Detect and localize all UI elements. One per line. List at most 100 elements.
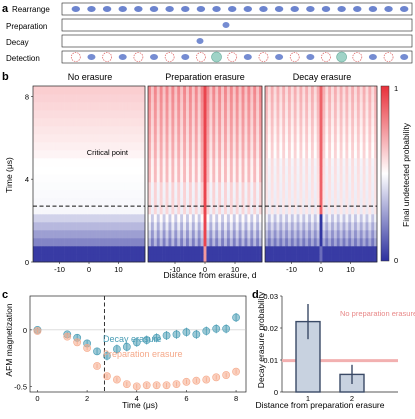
heatmap-cell <box>316 102 320 111</box>
heatmap-cell <box>322 134 326 143</box>
heatmap-cell <box>159 230 163 239</box>
heatmap-cell <box>270 230 274 239</box>
heatmap-cell <box>345 134 349 143</box>
heatmap-cell <box>113 230 117 239</box>
heatmap-cell <box>165 238 169 247</box>
heatmap-cell <box>293 102 297 111</box>
heatmap-cell <box>159 86 163 95</box>
heatmap-cell <box>188 86 193 95</box>
heatmap-cell <box>93 134 97 143</box>
heatmap-cell <box>287 230 292 239</box>
heatmap-cell <box>212 246 216 255</box>
heatmap-cell <box>371 118 375 127</box>
heatmap-cell <box>273 238 277 247</box>
heatmap-cell <box>238 150 242 159</box>
heatmap-cell <box>308 190 312 199</box>
heatmap-cell <box>55 166 60 175</box>
heatmap-cell <box>273 190 277 199</box>
heatmap-cell <box>87 166 91 175</box>
heatmap-cell <box>171 246 175 255</box>
heatmap-cell <box>33 238 37 247</box>
heatmap-cell <box>290 190 295 199</box>
heatmap-cell <box>70 94 74 103</box>
heatmap-cell <box>156 118 160 127</box>
heatmap-cell <box>209 254 213 263</box>
atom-preparation <box>222 22 230 28</box>
heatmap-cell <box>212 174 216 183</box>
heatmap-cell <box>107 110 111 119</box>
heatmap-cell <box>365 142 369 151</box>
heatmap-cell <box>104 166 108 175</box>
heatmap-cell <box>316 214 320 223</box>
heatmap-cell <box>150 238 155 247</box>
heatmap-cell <box>153 222 158 231</box>
heatmap-cell <box>365 158 369 167</box>
heatmap-cell <box>76 190 80 199</box>
heatmap-cell <box>70 166 74 175</box>
heatmap-cell <box>365 126 369 135</box>
heatmap-cell <box>348 254 352 263</box>
heatmap-cell <box>101 150 106 159</box>
heatmap-cell <box>293 222 297 231</box>
panel-a-label: a <box>2 3 9 15</box>
heatmap-cell <box>359 190 363 199</box>
heatmap-cell <box>253 134 257 143</box>
heatmap-cell <box>368 126 372 135</box>
heatmap-cell <box>41 134 45 143</box>
heatmap-cell <box>50 246 54 255</box>
heatmap-cell <box>50 254 54 263</box>
heatmap-cell <box>302 190 306 199</box>
heatmap-cell <box>130 206 134 215</box>
heatmap-cell <box>359 246 363 255</box>
heatmap-cell <box>359 126 363 135</box>
heatmap-cell <box>256 174 260 183</box>
heatmap-cell <box>342 198 346 207</box>
heatmap-cell <box>247 86 251 95</box>
heatmap-cell <box>41 158 45 167</box>
heatmap-cell <box>308 174 312 183</box>
heatmap-cell <box>93 118 97 127</box>
heatmap-cell <box>348 94 352 103</box>
heatmap-cell <box>124 86 129 95</box>
heatmap-cell <box>41 254 45 263</box>
heatmap-cell <box>308 110 312 119</box>
heatmap-cell <box>41 198 45 207</box>
heatmap-cell <box>87 182 91 191</box>
heatmap-cell <box>322 230 326 239</box>
heatmap-cell <box>76 158 80 167</box>
heatmap-cell <box>259 94 263 103</box>
heatmap-cell <box>313 118 317 127</box>
heatmap-cell <box>61 134 65 143</box>
heatmap-cell <box>148 150 152 159</box>
heatmap-cell <box>78 102 83 111</box>
heatmap-cell <box>174 246 178 255</box>
heatmap-cell <box>119 86 123 95</box>
heatmap-cell <box>270 134 274 143</box>
heatmap-cell <box>293 166 297 175</box>
heatmap-cell <box>232 238 236 247</box>
heatmap-cell <box>359 254 363 263</box>
heatmap-cell <box>287 174 292 183</box>
heatmap-cell <box>322 150 326 159</box>
heatmap-cell <box>194 230 198 239</box>
heatmap-cell <box>256 238 260 247</box>
heatmap-cell <box>159 118 163 127</box>
heatmap-cell <box>354 198 358 207</box>
heatmap-cell <box>148 230 152 239</box>
heatmap-cell <box>333 214 338 223</box>
heatmap-cell <box>345 150 349 159</box>
heatmap-cell <box>53 102 57 111</box>
heatmap-cell <box>235 158 239 167</box>
heatmap-cell <box>359 86 363 95</box>
heatmap-cell <box>104 94 108 103</box>
heatmap-cell <box>127 102 131 111</box>
heatmap-cell <box>256 166 260 175</box>
heatmap-cell <box>96 214 100 223</box>
heatmap-cell <box>177 206 181 215</box>
heatmap-cell <box>110 126 114 135</box>
heatmap-cell <box>113 94 117 103</box>
heatmap-cell <box>265 86 269 95</box>
heatmap-cell <box>35 142 40 151</box>
heatmap-cell <box>104 238 108 247</box>
heatmap-cell <box>325 126 329 135</box>
